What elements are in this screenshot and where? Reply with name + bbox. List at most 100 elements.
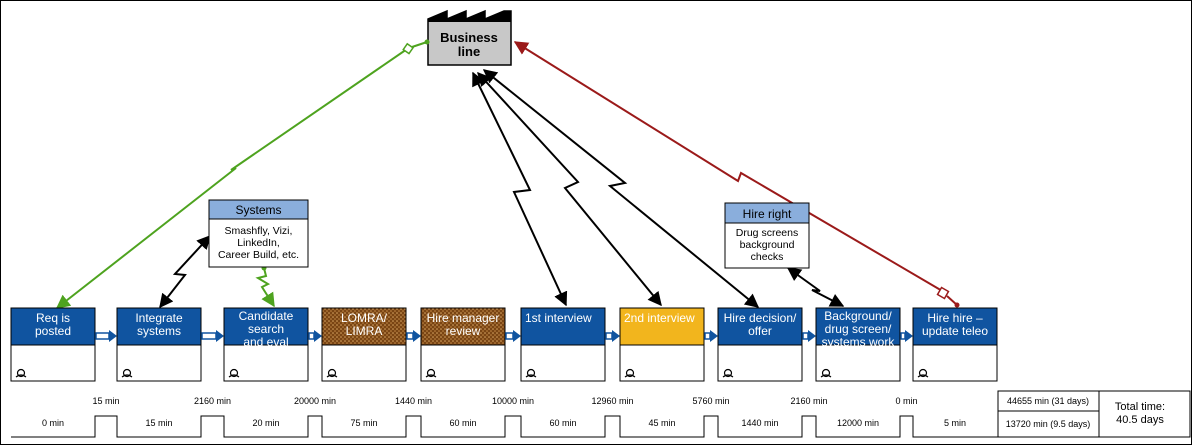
- black-second-interview-flow: [477, 71, 662, 307]
- wait-time-label: 15 min: [92, 396, 119, 406]
- process-time-label: 0 min: [42, 418, 64, 428]
- wait-time-label: 5760 min: [692, 396, 729, 406]
- hire-right-line-3: checks: [751, 251, 784, 263]
- process-box-second-interview: 2nd interview: [619, 307, 705, 382]
- hire-right-line-1: Drug screens: [736, 227, 798, 239]
- process-label-line: LIMRA: [346, 324, 383, 338]
- factory-label-line1: Business: [440, 30, 498, 45]
- process-time-label: 12000 min: [837, 418, 879, 428]
- process-label-line: Req is: [36, 311, 70, 325]
- push-arrow: [704, 330, 718, 342]
- process-data-area: [223, 344, 309, 382]
- process-data-area: [420, 344, 506, 382]
- process-label-line: review: [446, 324, 481, 338]
- process-label-line: 2nd interview: [624, 311, 695, 325]
- process-data-area: [321, 344, 407, 382]
- operator-icon: [326, 368, 338, 378]
- wait-time-label: 2160 min: [790, 396, 827, 406]
- push-arrow: [802, 330, 816, 342]
- process-header: [116, 307, 202, 346]
- process-data-area: [10, 344, 96, 382]
- push-arrow: [201, 330, 224, 342]
- operator-icon: [228, 368, 240, 378]
- total-process-time: 13720 min (9.5 days): [1006, 419, 1091, 429]
- operator-icon: [425, 368, 437, 378]
- process-box-hire-hire: Hire hire –update teleo: [912, 307, 998, 382]
- wait-time-label: 1440 min: [395, 396, 432, 406]
- hire-right-line-2: background: [740, 239, 795, 251]
- process-box-first-interview: 1st interview: [520, 307, 606, 382]
- process-header: [619, 307, 705, 346]
- systems-title: Systems: [235, 203, 281, 217]
- process-boxes: Req ispostedIntegratesystemsCandidatesea…: [10, 307, 998, 382]
- process-box-background-screen: Background/drug screen/systems work: [815, 307, 901, 382]
- process-time-label: 5 min: [944, 418, 966, 428]
- push-arrow: [900, 330, 913, 342]
- wait-time-label: 12960 min: [591, 396, 633, 406]
- total-time-value: 40.5 days: [1116, 414, 1164, 426]
- operator-icon: [121, 368, 133, 378]
- systems-line-2: LinkedIn,: [237, 237, 280, 249]
- process-data-area: [912, 344, 998, 382]
- process-header: [717, 307, 803, 346]
- process-label-line: Integrate: [135, 311, 183, 325]
- green-systems-flow: [255, 267, 275, 308]
- operator-icon: [525, 368, 537, 378]
- process-time-label: 15 min: [145, 418, 172, 428]
- process-time-label: 75 min: [350, 418, 377, 428]
- process-time-label: 60 min: [449, 418, 476, 428]
- info-box-hire-right: Hire right Drug screens background check…: [724, 202, 810, 269]
- process-header: [321, 307, 407, 346]
- push-arrow: [605, 330, 620, 342]
- green-info-flow: [55, 46, 411, 309]
- process-label-line: update teleo: [922, 324, 988, 338]
- info-box-systems: Systems Smashfly, Vizi, LinkedIn, Career…: [208, 199, 309, 268]
- push-arrow: [505, 330, 521, 342]
- operator-icon: [15, 368, 27, 378]
- push-arrow: [95, 330, 117, 342]
- totals-box: 44655 min (31 days) 13720 min (9.5 days)…: [997, 390, 1191, 438]
- black-hire-right-flow: [786, 267, 845, 307]
- process-label-line: posted: [35, 324, 71, 338]
- process-box-hire-decision: Hire decision/offer: [717, 307, 803, 382]
- wait-time-label: 20000 min: [294, 396, 336, 406]
- operator-icon: [917, 368, 929, 378]
- process-data-area: [116, 344, 202, 382]
- wait-time-label: 10000 min: [492, 396, 534, 406]
- operator-icon: [722, 368, 734, 378]
- factory-label-line2: line: [458, 44, 480, 59]
- black-first-interview-flow: [472, 71, 568, 307]
- process-data-area: [717, 344, 803, 382]
- red-info-flow: [513, 41, 945, 293]
- factory-icon: Business line: [427, 9, 512, 66]
- process-box-lomra: LOMRA/LIMRA: [321, 307, 407, 382]
- total-time-label: Total time:: [1115, 401, 1165, 413]
- information-flows: [55, 39, 960, 309]
- process-label-line: 1st interview: [525, 311, 592, 325]
- wait-time-label: 2160 min: [194, 396, 231, 406]
- black-systems-flow: [159, 234, 211, 309]
- process-data-area: [619, 344, 705, 382]
- process-label-line: systems work: [822, 335, 896, 349]
- process-label-line: drug screen/: [825, 322, 892, 336]
- process-header: [815, 307, 901, 346]
- process-label-line: Hire hire –: [927, 311, 983, 325]
- process-time-label: 60 min: [549, 418, 576, 428]
- process-label-line: systems: [137, 324, 181, 338]
- process-label-line: Hire manager: [427, 311, 500, 325]
- process-header: [912, 307, 998, 346]
- operator-icon: [820, 368, 832, 378]
- process-time-label: 45 min: [648, 418, 675, 428]
- process-header: [223, 307, 309, 346]
- push-arrow: [308, 330, 322, 342]
- process-label-line: and eval: [243, 335, 288, 349]
- process-label-line: LOMRA/: [341, 311, 388, 325]
- systems-line-1: Smashfly, Vizi,: [225, 225, 293, 237]
- hire-right-title: Hire right: [743, 207, 792, 221]
